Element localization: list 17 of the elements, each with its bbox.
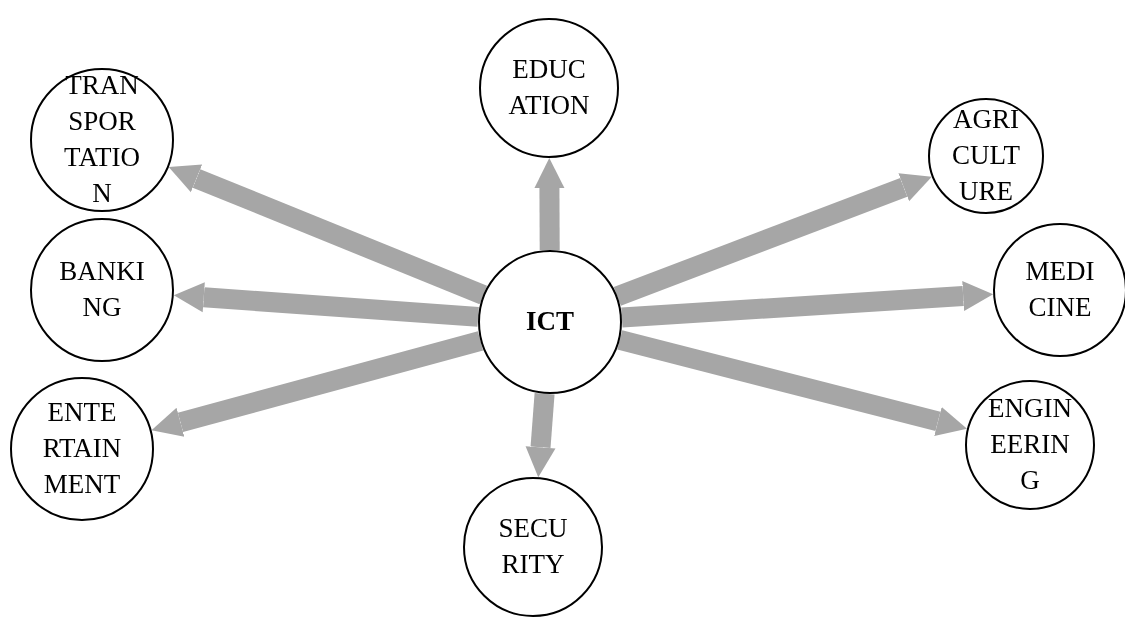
topic-label: ENGINEERING <box>987 392 1073 497</box>
topic-label: MEDICINE <box>1024 255 1096 324</box>
block-arrow <box>525 393 556 478</box>
topic-label: ICT <box>525 305 575 339</box>
block-arrow <box>617 330 968 436</box>
block-arrow <box>534 158 565 251</box>
topic-label: EDUCATION <box>507 53 591 122</box>
topic-label: TRANSPORTATION <box>63 69 141 210</box>
topic-label: BANKING <box>58 255 146 324</box>
block-arrow <box>168 164 488 305</box>
topic-label: SECURITY <box>497 512 569 581</box>
block-arrow <box>173 282 479 327</box>
block-arrow <box>151 331 484 437</box>
block-arrow <box>613 173 932 306</box>
block-arrow <box>621 281 994 328</box>
topic-label: ENTERTAINMENT <box>41 396 123 501</box>
topic-label: AGRICULTURE <box>951 103 1021 208</box>
